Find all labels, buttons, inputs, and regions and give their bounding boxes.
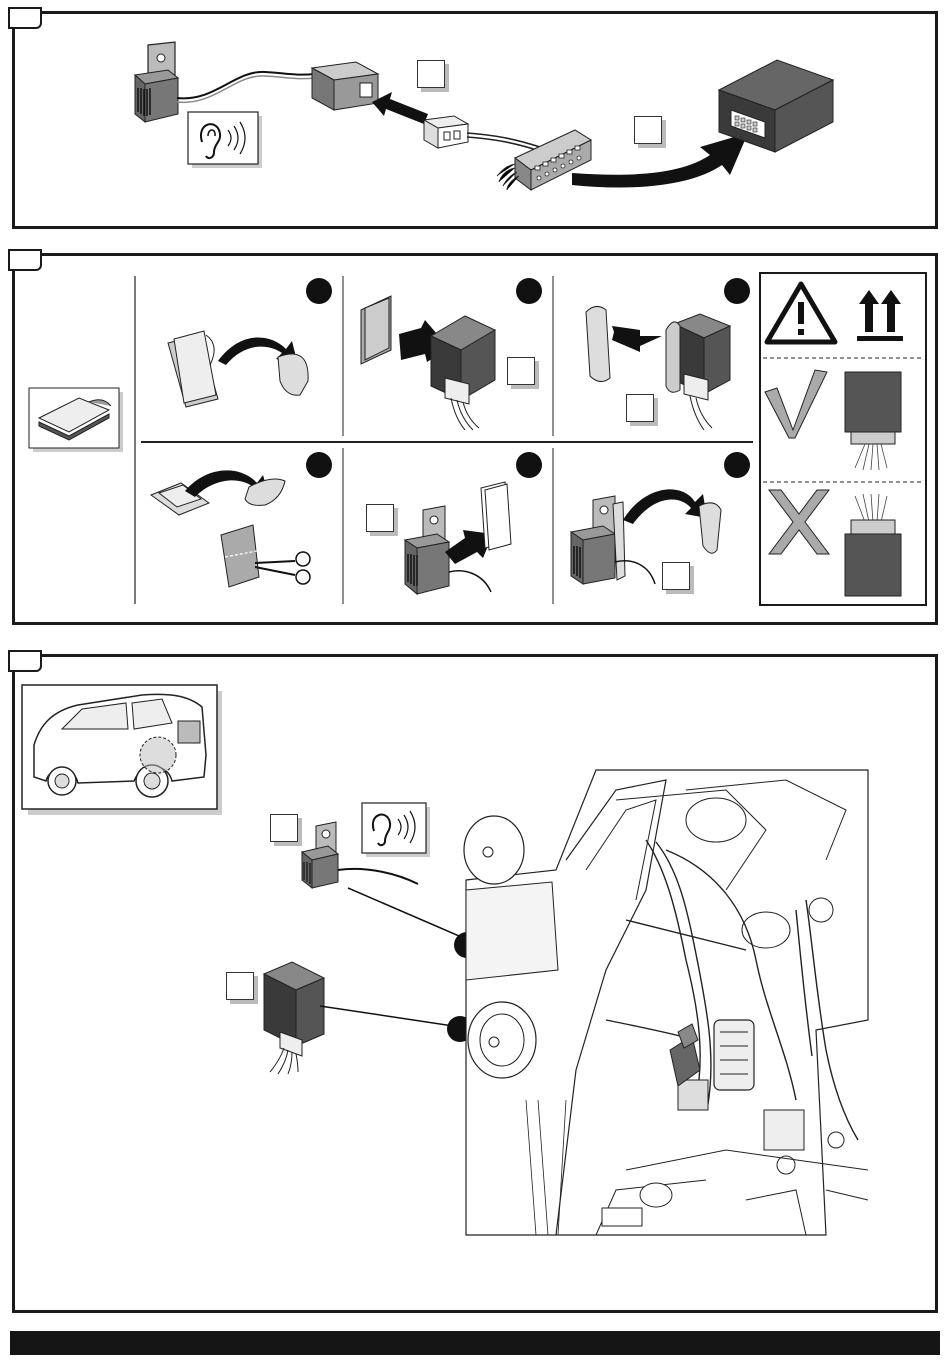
footer-bar (10, 1331, 940, 1355)
vehicle-interior-drawing (466, 770, 868, 1235)
